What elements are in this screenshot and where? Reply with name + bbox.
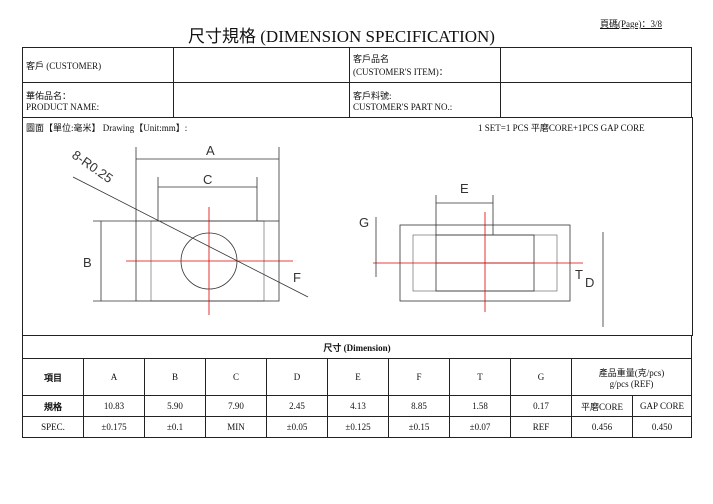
value-a: 10.83: [83, 395, 145, 417]
value-g: 0.17: [510, 395, 572, 417]
header-f: F: [388, 358, 450, 396]
header-c: C: [205, 358, 267, 396]
value-d: 2.45: [266, 395, 328, 417]
page-title: 尺寸規格 (DIMENSION SPECIFICATION): [188, 27, 495, 46]
dimension-drawing: A C B F 8-R0.25 E G T D: [69, 143, 604, 327]
value-t: 1.58: [449, 395, 511, 417]
header-d: D: [266, 358, 328, 396]
weight-core2: 0.450: [632, 416, 692, 438]
drawing-label: 圖面【單位:毫米】 Drawing【Unit:mm】:: [26, 123, 188, 133]
dimension-table: 尺寸 (Dimension) 項目 A B C D E F T G 產品重量(克…: [22, 335, 692, 438]
tol-b: ±0.1: [144, 416, 206, 438]
tol-c: MIN: [205, 416, 267, 438]
dimension-title: 尺寸 (Dimension): [22, 335, 692, 359]
value-b: 5.90: [144, 395, 206, 417]
label-e: E: [460, 181, 469, 196]
spec-label: 規格: [22, 395, 84, 417]
product-name-value: [173, 82, 350, 118]
label-d: D: [585, 275, 594, 290]
label-t: T: [575, 267, 583, 282]
customer-label: 客戶 (CUSTOMER): [22, 47, 174, 83]
customer-item-value: [500, 47, 692, 83]
value-c: 7.90: [205, 395, 267, 417]
label-f: F: [293, 270, 301, 285]
product-name-label: 華佑品名：PRODUCT NAME:: [22, 82, 174, 118]
value-e: 4.13: [327, 395, 389, 417]
header-t: T: [449, 358, 511, 396]
tol-d: ±0.05: [266, 416, 328, 438]
label-r: 8-R0.25: [69, 147, 115, 186]
header-weight: 產品重量(克/pcs)g/pcs (REF): [571, 358, 692, 396]
label-a: A: [206, 143, 215, 158]
weight-core1: 0.456: [571, 416, 633, 438]
core1-label: 平磨CORE: [571, 395, 633, 417]
set-note: 1 SET=1 PCS 平磨CORE+1PCS GAP CORE: [478, 123, 645, 133]
header-e: E: [327, 358, 389, 396]
drawing-area: 圖面【單位:毫米】 Drawing【Unit:mm】: 1 SET=1 PCS …: [22, 117, 693, 336]
tol-a: ±0.175: [83, 416, 145, 438]
header-a: A: [83, 358, 145, 396]
value-f: 8.85: [388, 395, 450, 417]
tol-e: ±0.125: [327, 416, 389, 438]
tol-f: ±0.15: [388, 416, 450, 438]
label-b: B: [83, 255, 92, 270]
tol-g: REF: [510, 416, 572, 438]
tolerance-label: SPEC.: [22, 416, 84, 438]
tol-t: ±0.07: [449, 416, 511, 438]
core2-label: GAP CORE: [632, 395, 692, 417]
header-item: 項目: [22, 358, 84, 396]
label-c: C: [203, 172, 212, 187]
customer-item-label: 客戶品名(CUSTOMER'S ITEM)：: [349, 47, 501, 83]
info-table: 客戶 (CUSTOMER) 客戶品名(CUSTOMER'S ITEM)： 華佑品名…: [22, 47, 692, 118]
header-b: B: [144, 358, 206, 396]
page-number: 頁碼(Page)：3/8: [600, 19, 662, 29]
customer-value: [173, 47, 350, 83]
header-g: G: [510, 358, 572, 396]
customer-part-label: 客戶料號:CUSTOMER'S PART NO.:: [349, 82, 501, 118]
label-g: G: [359, 215, 369, 230]
customer-part-value: [500, 82, 692, 118]
